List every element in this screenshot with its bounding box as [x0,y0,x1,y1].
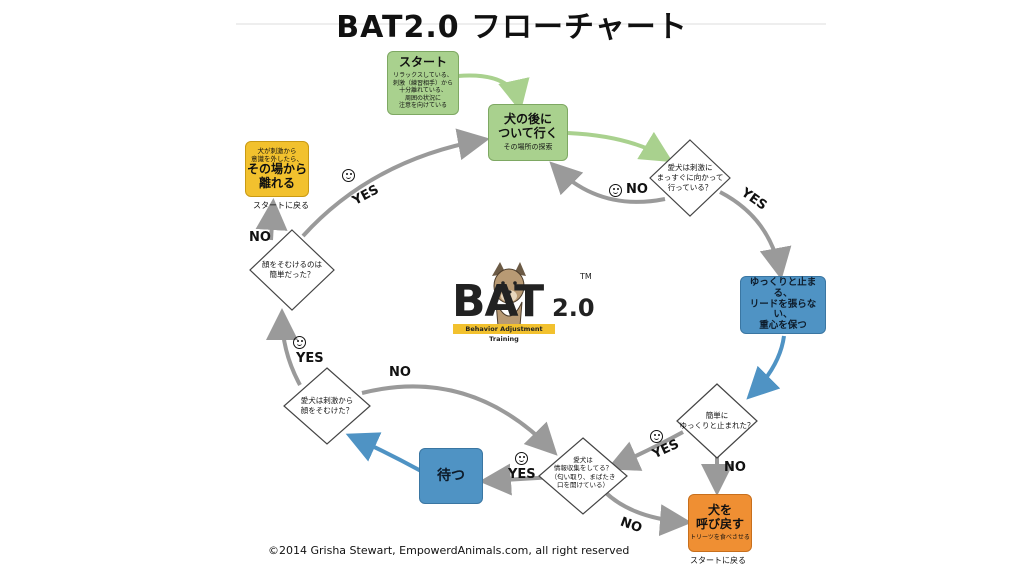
decision-approach-text: 愛犬は刺激に まっすぐに向かって 行っている？ [656,163,724,192]
page-title: BAT2.0 フローチャート [336,10,688,45]
label-yes-turned-away: YES [296,351,324,366]
label-yes-gathering: YES [508,467,536,482]
node-wait-title: 待つ [437,467,465,484]
smile-face-icon [342,169,355,182]
node-stop: ゆっくりと止まる、 リードを張らない、 重心を保つ [740,276,826,334]
arrow-wait-to-turned-away [345,432,422,473]
smile-face-icon [650,430,663,443]
node-call-body: トリーツを食べさせる [690,534,750,542]
smile-face-icon [293,336,306,349]
decision-gathering-text: 愛犬は 情報収集をしてる？ （匂い取り、まばたき 口を開けている） [550,456,616,490]
leave-back-to-start: スタートに戻る [253,201,309,210]
node-start: スタート リラックスしている、 刺激（練習相手）から 十分離れている、 周囲の状… [387,51,459,115]
node-follow-body: その場所の探索 [503,142,553,151]
node-leave-title: その場から 離れる [246,162,307,191]
arrow-gathering-no [603,490,692,537]
node-call-title: 犬を 呼び戻す [695,503,744,532]
decision-approach-diamond [649,139,731,217]
node-stop-title: ゆっくりと止まる、 リードを張らない、 重心を保つ [749,276,817,332]
logo-tagline: Behavior Adjustment Training [453,324,555,343]
arrow-approach-yes [719,190,792,280]
decision-easy-turn-text: 顔をそむけるのは 簡単だった？ [262,260,322,279]
smile-face-icon [515,452,528,465]
arrow-stop-to-stopped-easily [746,335,786,400]
label-no-stopped: NO [724,460,746,475]
label-no-turned-away: NO [389,365,411,380]
logo-bat: BAT [452,276,544,327]
arrow-easy-turn-yes [301,128,490,238]
decision-gathering-diamond [538,437,628,515]
decision-stopped-easily-text: 簡単に ゆっくりと止まれた？ [679,411,755,430]
arrow-approach-no [549,161,666,204]
node-wait: 待つ [419,448,483,504]
logo-tm: TM [580,272,592,281]
node-leave-top: 犬が刺激から 意識を外したら、 [251,147,303,164]
decision-stopped-easily-diamond [676,383,758,459]
node-follow-title: 犬の後に ついて行く [498,112,558,141]
arrow-turned-away-yes [266,308,302,386]
node-start-title: スタート [398,55,447,70]
arrow-stopped-yes [606,430,684,471]
call-back-to-start: スタートに戻る [690,556,746,565]
smile-face-icon [609,184,622,197]
logo-version: 2.0 [552,294,595,322]
dog-logo-icon [492,262,526,327]
decision-easy-turn-diamond [249,229,335,311]
arrow-turned-away-no [361,384,558,456]
decision-turned-away-diamond [283,367,371,445]
node-start-body: リラックスしている、 刺激（練習相手）から 十分離れている、 周囲の状況に 注意… [392,72,453,110]
decision-turned-away-text: 愛犬は刺激から 顔をそむけた？ [300,396,354,415]
node-follow: 犬の後に ついて行く その場所の探索 [488,104,568,161]
node-leave: 犬が刺激から 意識を外したら、 その場から 離れる [245,141,309,197]
label-no-approach: NO [626,182,648,197]
arrow-follow-to-approach [567,131,673,163]
label-no-easy-turn: NO [249,230,271,245]
arrow-easy-turn-no [255,198,288,241]
copyright: ©2014 Grisha Stewart, EmpowerdAnimals.co… [268,544,630,557]
node-call: 犬を 呼び戻す トリーツを食べさせる [688,494,752,552]
arrow-start-to-follow [457,73,530,112]
